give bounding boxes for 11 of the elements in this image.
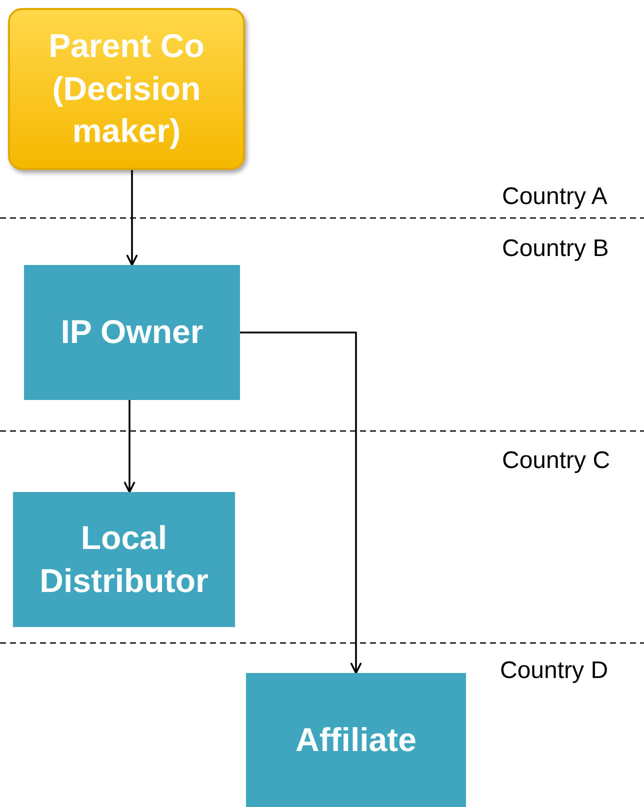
arrow: [240, 332, 362, 674]
decision-maker-box: Parent Co (Decision maker): [8, 8, 245, 170]
entity-box: IP Owner: [24, 265, 240, 400]
country-label: Country B: [502, 235, 609, 263]
country-label: Country A: [502, 183, 608, 211]
entity-box: Affiliate: [246, 673, 466, 807]
arrow: [124, 400, 136, 493]
country-label: Country D: [500, 657, 608, 685]
country-label: Country C: [502, 447, 610, 475]
arrow: [126, 170, 138, 266]
entity-box: Local Distributor: [13, 492, 235, 627]
